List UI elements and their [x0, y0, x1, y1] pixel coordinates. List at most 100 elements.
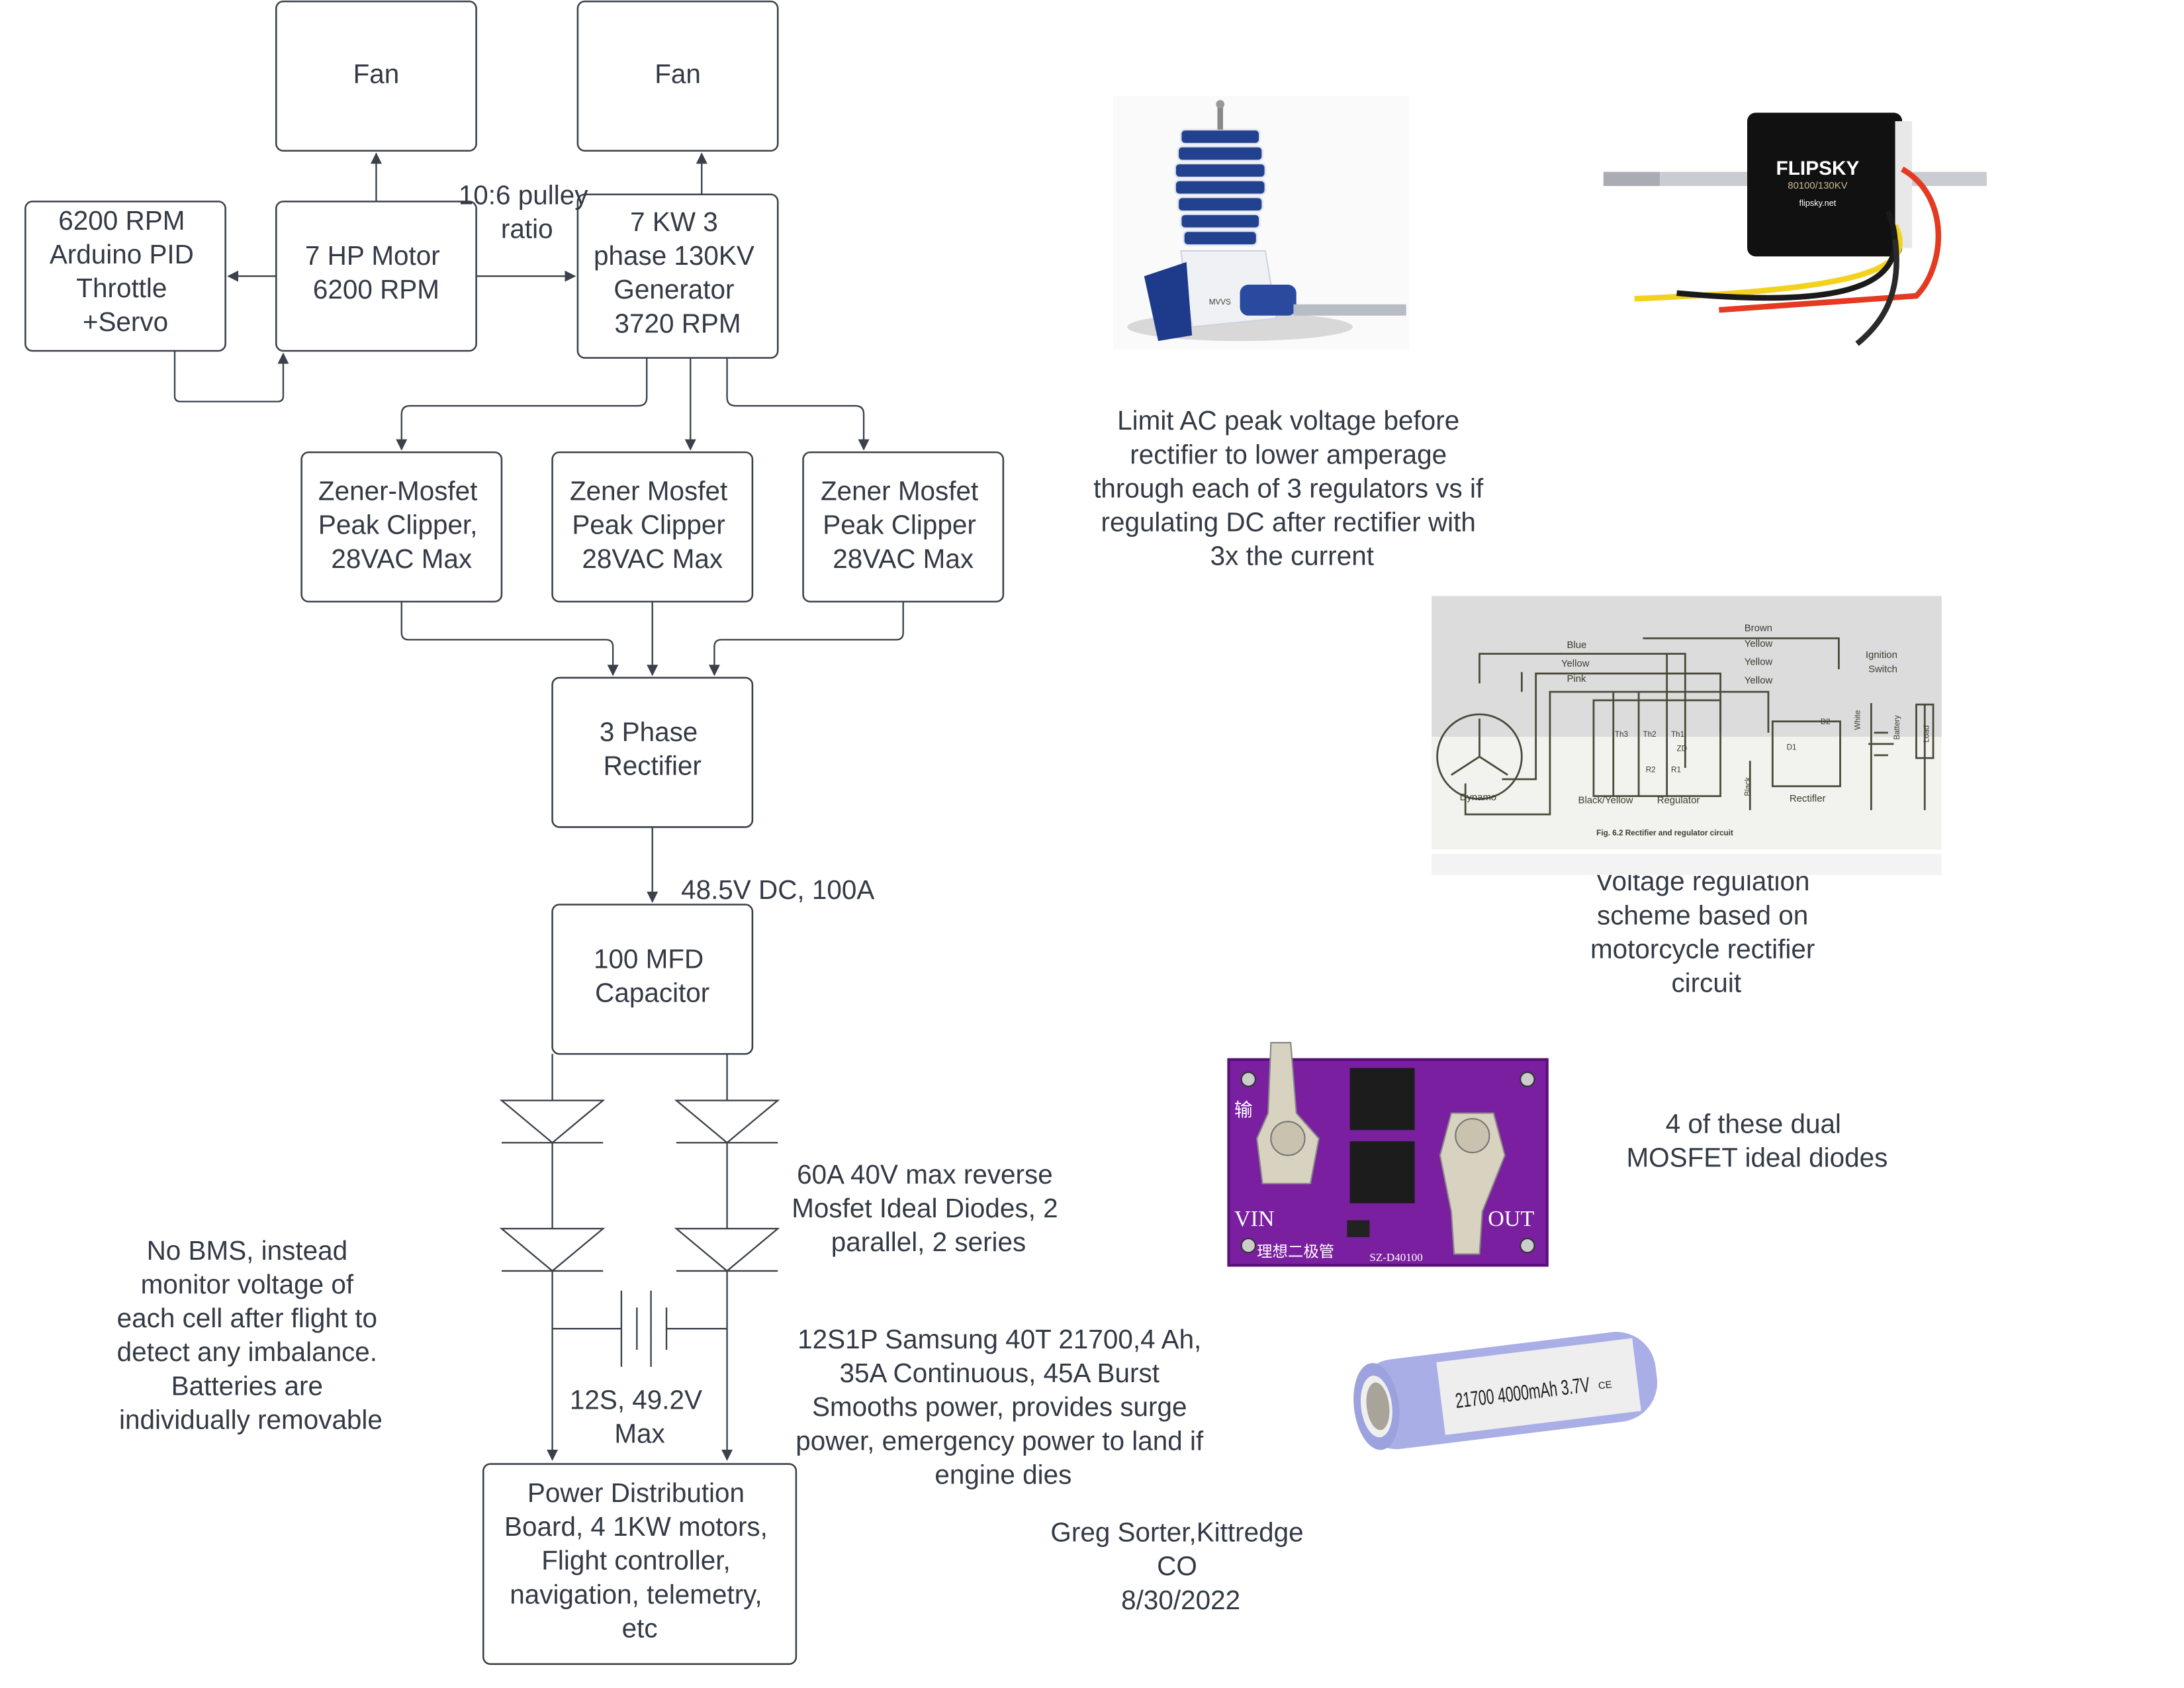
note-line: No BMS, instead — [147, 1235, 347, 1266]
note-line: 4 of these dual — [1666, 1108, 1841, 1139]
circuit-label: Th3 — [1615, 730, 1628, 739]
svg-text:Fan: Fan — [353, 59, 400, 89]
generator-line: Generator — [614, 274, 734, 305]
note-line: rectifier to lower amperage — [1130, 439, 1447, 469]
author-name: Greg Sorter,Kittredge — [1050, 1517, 1303, 1548]
connector-gen-to-clipper3 — [726, 357, 870, 451]
cell-photo: 21700 4000mAh 3.7V CE — [1353, 1332, 1658, 1450]
board-part-label: SZ-D40100 — [1369, 1251, 1422, 1264]
throttle-line: +Servo — [83, 306, 168, 337]
motor-line: 7 HP Motor — [305, 240, 440, 271]
clipper2-line: Peak Clipper — [572, 510, 725, 540]
svg-text:6200 RPM Arduino PID: 6200 RPM Arduino PID Throttle +Servo — [50, 205, 201, 337]
note-line: through each of 3 regulators vs if — [1093, 473, 1484, 503]
circuit-label: Regulator — [1657, 795, 1700, 806]
note-line: Batteries are — [171, 1370, 323, 1401]
clipper-node-2[interactable]: Zener Mosfet Peak Clipper 28VAC Max — [551, 451, 754, 603]
throttle-line: Arduino PID — [50, 239, 194, 269]
note-line: individually removable — [119, 1404, 383, 1434]
diode-note: 60A 40V max reverse Mosfet Ideal Diodes,… — [792, 1159, 1066, 1257]
throttle-node[interactable]: 6200 RPM Arduino PID Throttle +Servo — [24, 201, 226, 352]
circuit-label: Rectifler — [1790, 794, 1826, 804]
clipper1-line: Zener-Mosfet — [318, 476, 477, 506]
note-line: Limit AC peak voltage before — [1117, 405, 1459, 436]
rectifier-line: 3 Phase — [600, 717, 698, 747]
svg-text:Zener-Mosfet Peak Clippe: Zener-Mosfet Peak Clipper, 28VAC Max — [318, 476, 485, 574]
diode-symbol — [674, 1227, 780, 1272]
svg-text:100 MFD Capacitor: 100 MFD Capacitor — [594, 943, 711, 1008]
clipper-node-1[interactable]: Zener-Mosfet Peak Clipper, 28VAC Max — [300, 451, 503, 603]
motor-url: flipsky.net — [1799, 198, 1837, 208]
engine-brand: MVVS — [1209, 298, 1231, 306]
capacitor-line: Capacitor — [595, 977, 709, 1008]
engine-photo: MVVS — [1113, 95, 1410, 350]
clipper3-line: Zener Mosfet — [821, 476, 978, 506]
clipper1-line: 28VAC Max — [331, 543, 472, 574]
throttle-line: Throttle — [76, 273, 167, 303]
circuit-label: Switch — [1868, 664, 1897, 675]
circuit-label: White — [1853, 710, 1862, 730]
note-line: 35A Continuous, 45A Burst — [840, 1358, 1160, 1388]
fan-left-node[interactable]: Fan — [275, 0, 477, 152]
generator-line: phase 130KV — [594, 240, 754, 271]
circuit-label: Yellow — [1745, 657, 1773, 668]
mosfet-board-photo: VIN OUT 输 理想二极管 SZ-D40100 — [1227, 1042, 1549, 1267]
rectifier-line: Rectifier — [604, 751, 702, 781]
circuit-label: Th1 — [1671, 730, 1684, 739]
pdb-node[interactable]: Power Distribution Board, 4 1KW motors, … — [482, 1463, 797, 1665]
throttle-line: 6200 RPM — [58, 205, 185, 236]
circuit-label: D1 — [1787, 743, 1797, 751]
pdb-line: Flight controller, — [541, 1545, 730, 1575]
pdb-line: Board, 4 1KW motors, — [504, 1511, 768, 1542]
circuit-label: Dynamo — [1460, 792, 1496, 803]
circuit-label: Yellow — [1745, 639, 1773, 649]
author-credit: Greg Sorter,Kittredge CO 8/30/2022 — [1050, 1517, 1310, 1615]
cell-ce-mark: CE — [1598, 1380, 1613, 1391]
rectifier-node[interactable]: 3 Phase Rectifier — [551, 677, 754, 828]
circuit-label: D2 — [1821, 718, 1831, 726]
pulley-ratio-label: 10:6 pulley ratio — [459, 180, 596, 244]
note-line: Mosfet Ideal Diodes, 2 — [792, 1193, 1058, 1223]
diode-symbol — [499, 1100, 606, 1144]
capacitor-node[interactable]: 100 MFD Capacitor — [551, 904, 754, 1055]
svg-text:Zener Mosfet Peak Clippe: Zener Mosfet Peak Clipper 28VAC Max — [821, 476, 986, 574]
circuit-label: Yellow — [1745, 675, 1773, 686]
clipper2-line: Zener Mosfet — [570, 476, 727, 506]
note-line: scheme based on — [1597, 900, 1808, 930]
circuit-caption: Fig. 6.2 Rectifier and regulator circuit — [1596, 829, 1733, 837]
circuit-label: R1 — [1671, 765, 1681, 774]
board-cn-in-label: 输 — [1234, 1099, 1253, 1121]
generator-node[interactable]: 7 KW 3 phase 130KV Generator 3720 RPM — [576, 193, 779, 359]
circuit-label: Black — [1743, 777, 1752, 796]
pdb-line: Power Distribution — [527, 1477, 745, 1508]
capacitor-line: 100 MFD — [594, 943, 704, 974]
generator-line: 3720 RPM — [615, 308, 741, 338]
circuit-label: Battery — [1893, 715, 1901, 739]
circuit-label: Black/Yellow — [1578, 795, 1633, 806]
note-line: engine dies — [934, 1459, 1071, 1489]
note-line: parallel, 2 series — [831, 1227, 1026, 1257]
motor-node[interactable]: 7 HP Motor 6200 RPM — [275, 201, 477, 352]
note-line: power, emergency power to land if — [796, 1425, 1204, 1456]
ideal-diode-array — [499, 1054, 780, 1461]
board-out-label: OUT — [1488, 1207, 1534, 1231]
note-line: motorcycle rectifier — [1590, 933, 1815, 964]
svg-text:Power Distribution Board: Power Distribution Board, 4 1KW motors, … — [504, 1477, 775, 1643]
generator-line: 7 KW 3 — [630, 207, 718, 237]
battery-symbol — [552, 1290, 727, 1367]
circuit-label: Ignition — [1866, 650, 1897, 661]
note-line: circuit — [1671, 968, 1741, 998]
clipper1-line: Peak Clipper, — [318, 510, 478, 540]
circuit-label: Blue — [1567, 640, 1586, 651]
fan-right-node[interactable]: Fan — [576, 0, 779, 152]
circuit-label: Load — [1923, 726, 1931, 743]
brushless-motor-photo: FLIPSKY 80100/130KV flipsky.net — [1603, 113, 1987, 346]
svg-text:Zener Mosfet Peak Clippe: Zener Mosfet Peak Clipper 28VAC Max — [570, 476, 735, 574]
svg-text:3 Phase Rectifier: 3 Phase Rectifier — [600, 717, 705, 781]
rectifier-circuit-figure: Blue Yellow Pink Brown Yellow Yellow Yel… — [1432, 596, 1942, 875]
pulley-line: ratio — [501, 214, 553, 244]
clipper-node-3[interactable]: Zener Mosfet Peak Clipper 28VAC Max — [802, 451, 1005, 603]
battery-pack-line: Max — [614, 1419, 664, 1449]
clipper-note: Limit AC peak voltage before rectifier t… — [1093, 405, 1490, 571]
motor-line: 6200 RPM — [313, 274, 439, 305]
